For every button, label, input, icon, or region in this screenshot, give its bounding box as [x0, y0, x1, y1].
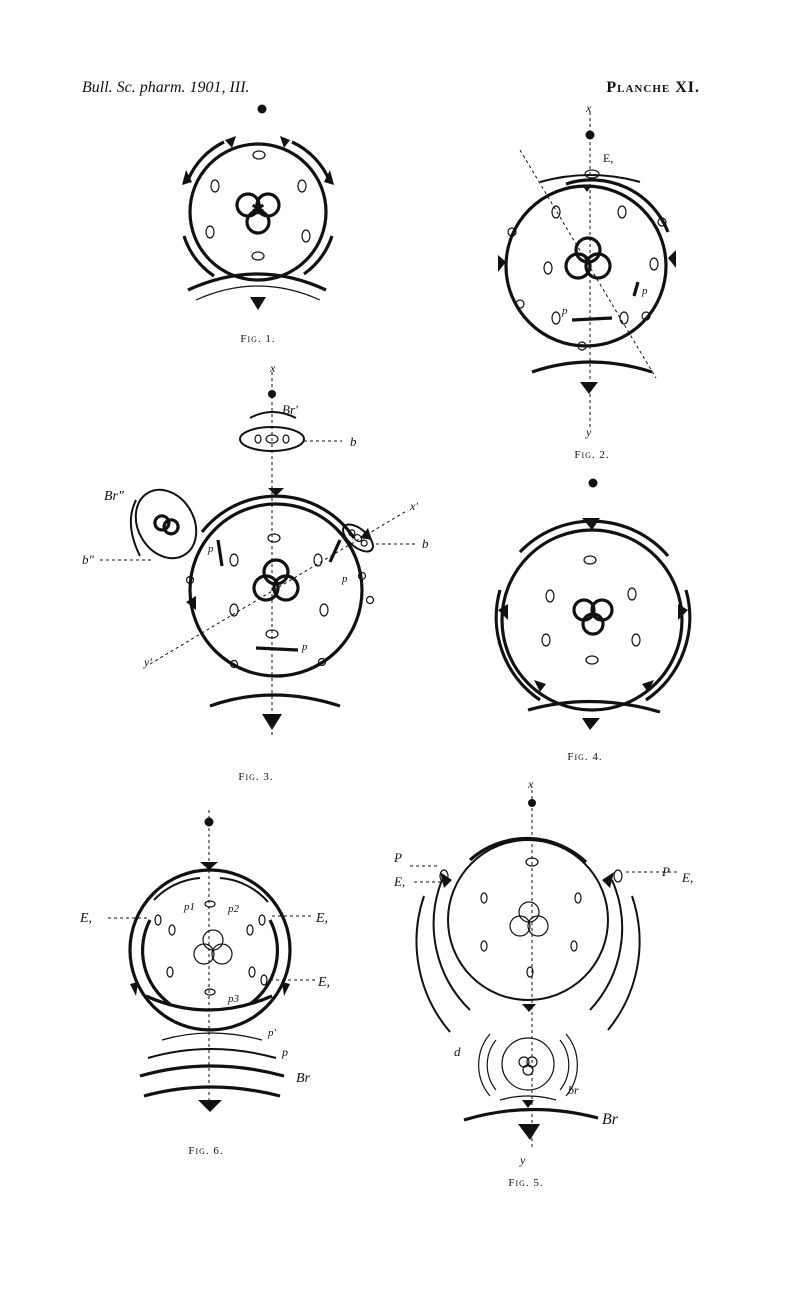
svg-text:b: b: [350, 434, 357, 449]
svg-text:P: P: [661, 864, 670, 879]
svg-text:E,: E,: [315, 911, 328, 926]
outer-whorl: [500, 528, 684, 712]
svg-text:p: p: [301, 641, 308, 653]
svg-text:b: b: [422, 536, 429, 551]
figure-5: x P E, P E, d br: [393, 777, 693, 1189]
bracteole-b: [239, 426, 305, 452]
svg-text:y: y: [585, 425, 592, 439]
svg-text:x: x: [269, 361, 276, 375]
secondary-flower: [501, 1037, 555, 1091]
svg-text:Br: Br: [296, 1071, 311, 1086]
svg-text:p: p: [281, 1045, 288, 1059]
svg-text:p1: p1: [183, 901, 195, 913]
svg-text:E,: E,: [681, 870, 693, 885]
outer-whorl: [188, 142, 328, 282]
svg-text:y': y': [143, 655, 152, 669]
bract-arc: [463, 1107, 599, 1122]
header-right: Planche XI.: [606, 79, 700, 96]
svg-text:x: x: [527, 777, 534, 791]
caption-fig5: Fig. 5.: [508, 1177, 543, 1189]
svg-text:p2: p2: [227, 903, 240, 915]
caption-fig1: Fig. 1.: [240, 333, 275, 345]
svg-text:Br: Br: [602, 1111, 619, 1128]
caption-fig2: Fig. 2.: [574, 449, 609, 461]
svg-text:p3: p3: [227, 993, 240, 1005]
svg-text:E,: E,: [79, 911, 92, 926]
svg-text:P: P: [393, 850, 402, 865]
figure-4: Fig. 4.: [494, 478, 692, 763]
svg-text:p: p: [341, 573, 348, 585]
svg-text:d: d: [454, 1044, 461, 1059]
oblique-axis: [519, 149, 657, 379]
figure-3: x Br' b Br" b" b x' y': [82, 361, 429, 783]
svg-text:E,: E,: [393, 874, 405, 889]
svg-text:y: y: [519, 1153, 526, 1167]
caption-fig4: Fig. 4.: [567, 751, 602, 763]
caption-fig6: Fig. 6.: [188, 1145, 223, 1157]
svg-text:E,: E,: [603, 151, 613, 165]
svg-text:x: x: [585, 101, 592, 115]
svg-text:p: p: [207, 543, 214, 555]
bract-arc: [527, 699, 661, 714]
bract-arc: [187, 272, 327, 292]
bract-arc: [209, 693, 341, 708]
bract-arc: [531, 360, 653, 374]
svg-text:Br": Br": [104, 489, 124, 504]
figure-6: E, E, E, p1 p2 p3 p' p Br Fig. 6.: [79, 810, 330, 1157]
caption-fig3: Fig. 3.: [238, 771, 273, 783]
outer-whorl: [188, 502, 364, 678]
svg-text:p': p': [267, 1027, 277, 1039]
svg-text:br: br: [568, 1083, 579, 1097]
bracteole-br2: [134, 488, 198, 560]
outer-whorl: [128, 868, 292, 1032]
svg-text:E,: E,: [317, 975, 330, 990]
svg-text:b": b": [82, 552, 95, 567]
figure-1: ✱ Fig. 1.: [182, 104, 334, 345]
axis-dot: [257, 104, 267, 114]
svg-text:p: p: [641, 285, 648, 297]
figure-2: x E, p p y Fig. 2.: [498, 101, 676, 461]
svg-text:p: p: [561, 305, 568, 317]
bract-arc: [143, 1085, 281, 1098]
header-left: Bull. Sc. pharm. 1901, III.: [82, 79, 250, 96]
svg-text:✱: ✱: [251, 201, 264, 218]
svg-text:x': x': [409, 499, 418, 513]
